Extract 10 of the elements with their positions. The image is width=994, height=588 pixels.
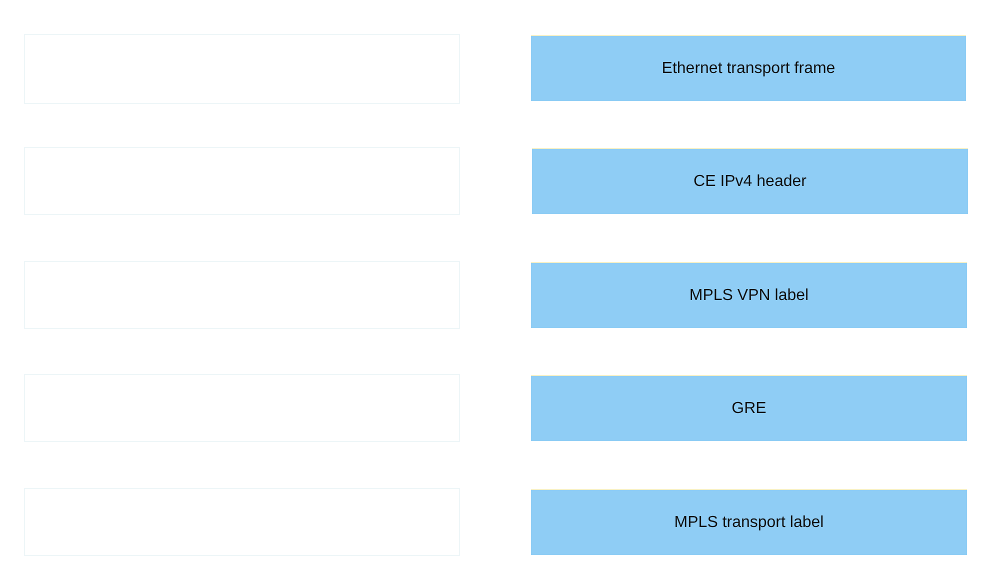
option-label: Ethernet transport frame (662, 58, 836, 78)
option-label: GRE (732, 398, 766, 418)
option-box (532, 148, 968, 214)
option-box (531, 489, 967, 555)
option-box (531, 375, 967, 441)
option-box (531, 262, 967, 328)
option-box (531, 35, 966, 101)
option-label: MPLS transport label (674, 512, 824, 532)
option-label: MPLS VPN label (689, 286, 809, 306)
option-label: CE IPv4 header (694, 172, 806, 192)
